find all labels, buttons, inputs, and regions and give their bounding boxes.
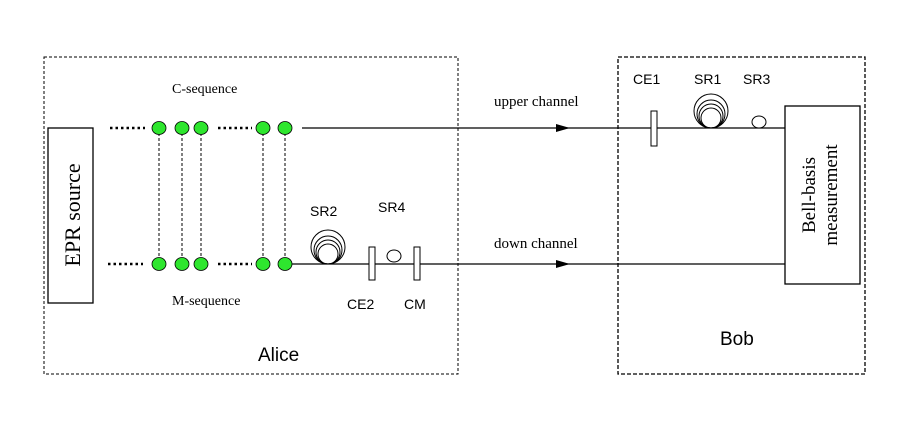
ce2-label: CE2 (347, 296, 374, 312)
upper-channel-label: upper channel (494, 94, 579, 110)
epr-source-label: EPR source (60, 163, 85, 266)
cm-element (413, 246, 421, 281)
sr1-coil (693, 93, 729, 129)
particle (193, 121, 209, 135)
measurement-label-line1: Bell-basis (799, 157, 820, 233)
alice-region (43, 56, 459, 375)
bob-region (617, 56, 866, 375)
particle (151, 121, 167, 135)
sr3-label: SR3 (743, 71, 770, 87)
particle (255, 121, 271, 135)
down-channel-arrow (556, 260, 570, 268)
sr4-loop (386, 249, 402, 263)
sr2-coil (310, 229, 346, 265)
alice-label: Alice (258, 345, 299, 366)
ce1-element (650, 110, 658, 147)
m-sequence-particles (151, 257, 293, 271)
particle (255, 257, 271, 271)
sr4-label: SR4 (378, 199, 405, 215)
ce2-element (368, 246, 376, 281)
c-sequence-particles (151, 121, 293, 135)
sr1-label: SR1 (694, 71, 721, 87)
measurement-box (784, 105, 861, 285)
particle (193, 257, 209, 271)
particle (151, 257, 167, 271)
particle (174, 257, 190, 271)
particle (277, 257, 293, 271)
upper-channel-arrow (556, 124, 570, 132)
bob-label: Bob (720, 329, 754, 350)
c-sequence-label: C-sequence (172, 82, 237, 97)
ce1-label: CE1 (633, 71, 660, 87)
particle (174, 121, 190, 135)
sr3-loop (751, 115, 767, 129)
down-channel-label: down channel (494, 236, 578, 252)
particle (277, 121, 293, 135)
sr2-label: SR2 (310, 203, 337, 219)
m-sequence-label: M-sequence (172, 294, 240, 309)
cm-label: CM (404, 296, 426, 312)
measurement-label-line2: measurement (821, 144, 842, 246)
epr-source-box (47, 127, 94, 304)
